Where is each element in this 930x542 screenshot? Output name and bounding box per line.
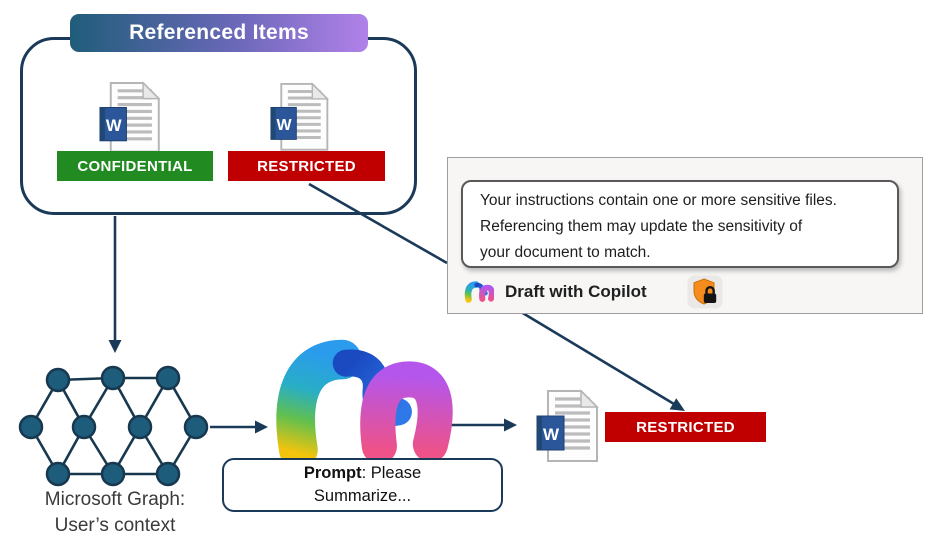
sensitivity-tooltip-card: Your instructions contain one or more se… xyxy=(447,157,923,314)
word-document-icon xyxy=(535,389,599,463)
tooltip-message-line: your document to match. xyxy=(480,244,651,261)
draft-with-copilot-row[interactable]: Draft with Copilot xyxy=(448,270,922,314)
graph-caption-line2: User’s context xyxy=(54,515,176,536)
arrow-tooltip-to-output xyxy=(515,307,675,406)
referenced-items-header: Referenced Items xyxy=(70,14,368,52)
prompt-text: Prompt: Please Summarize... xyxy=(304,462,421,508)
prompt-label: Prompt xyxy=(303,464,362,482)
tooltip-message-line: Referencing them may update the sensitiv… xyxy=(480,218,803,235)
prompt-text-rest: : Please xyxy=(361,464,422,482)
draft-with-copilot-label: Draft with Copilot xyxy=(505,282,647,301)
copilot-logo-icon xyxy=(296,360,435,450)
restricted-label: RESTRICTED xyxy=(228,151,385,181)
microsoft-graph-icon xyxy=(18,365,209,487)
graph-caption-line1: Microsoft Graph: xyxy=(44,489,186,510)
confidential-label: CONFIDENTIAL xyxy=(57,151,213,181)
arrowhead-diagonal-icon xyxy=(669,398,685,411)
tooltip-message: Your instructions contain one or more se… xyxy=(461,180,899,268)
arrowhead-down-icon xyxy=(108,340,122,353)
output-restricted-label: RESTRICTED xyxy=(605,412,766,442)
tooltip-message-line: Your instructions contain one or more se… xyxy=(480,192,837,209)
referenced-items-title: Referenced Items xyxy=(129,21,309,44)
arrowhead-right-icon xyxy=(255,420,268,434)
sensitivity-shield-lock-icon[interactable] xyxy=(687,275,723,309)
connector-arrows xyxy=(108,182,685,434)
referenced-items-box xyxy=(20,37,417,215)
callout-line-restricted-to-tooltip xyxy=(308,182,448,265)
prompt-box: Prompt: Please Summarize... xyxy=(222,458,503,512)
prompt-text-line2: Summarize... xyxy=(313,487,412,505)
arrowhead-right-icon xyxy=(504,418,517,432)
microsoft-graph-caption: Microsoft Graph: User’s context xyxy=(8,487,222,539)
copilot-icon xyxy=(464,281,494,303)
